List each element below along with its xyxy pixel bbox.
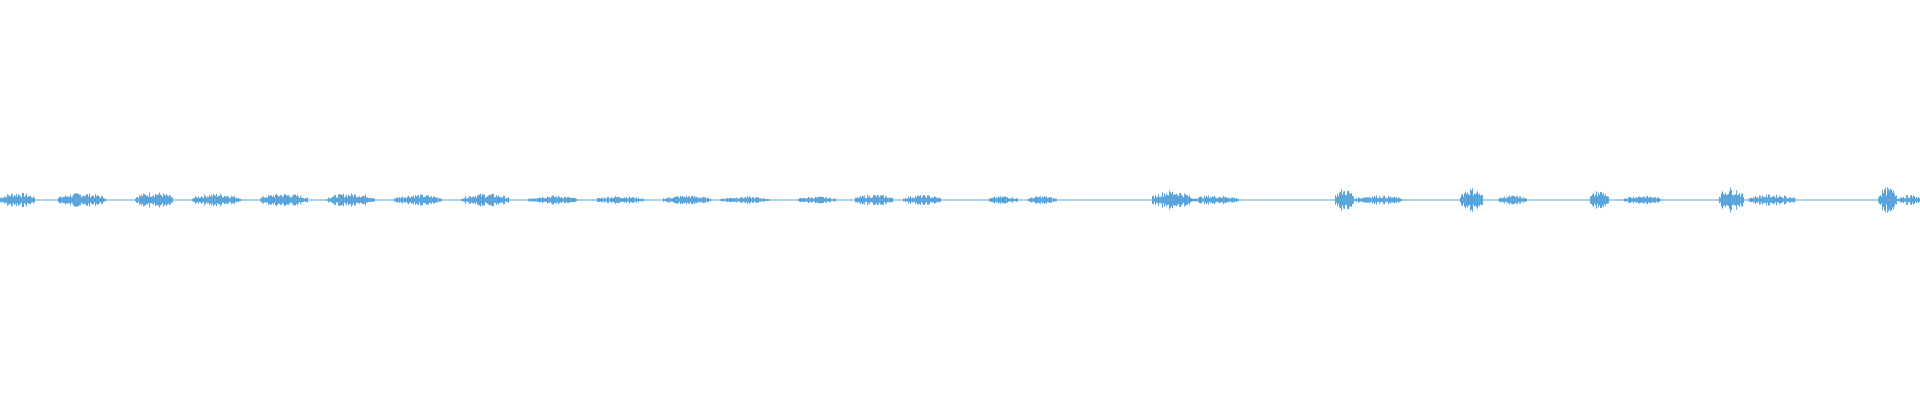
waveform-bars: [0, 187, 1920, 213]
